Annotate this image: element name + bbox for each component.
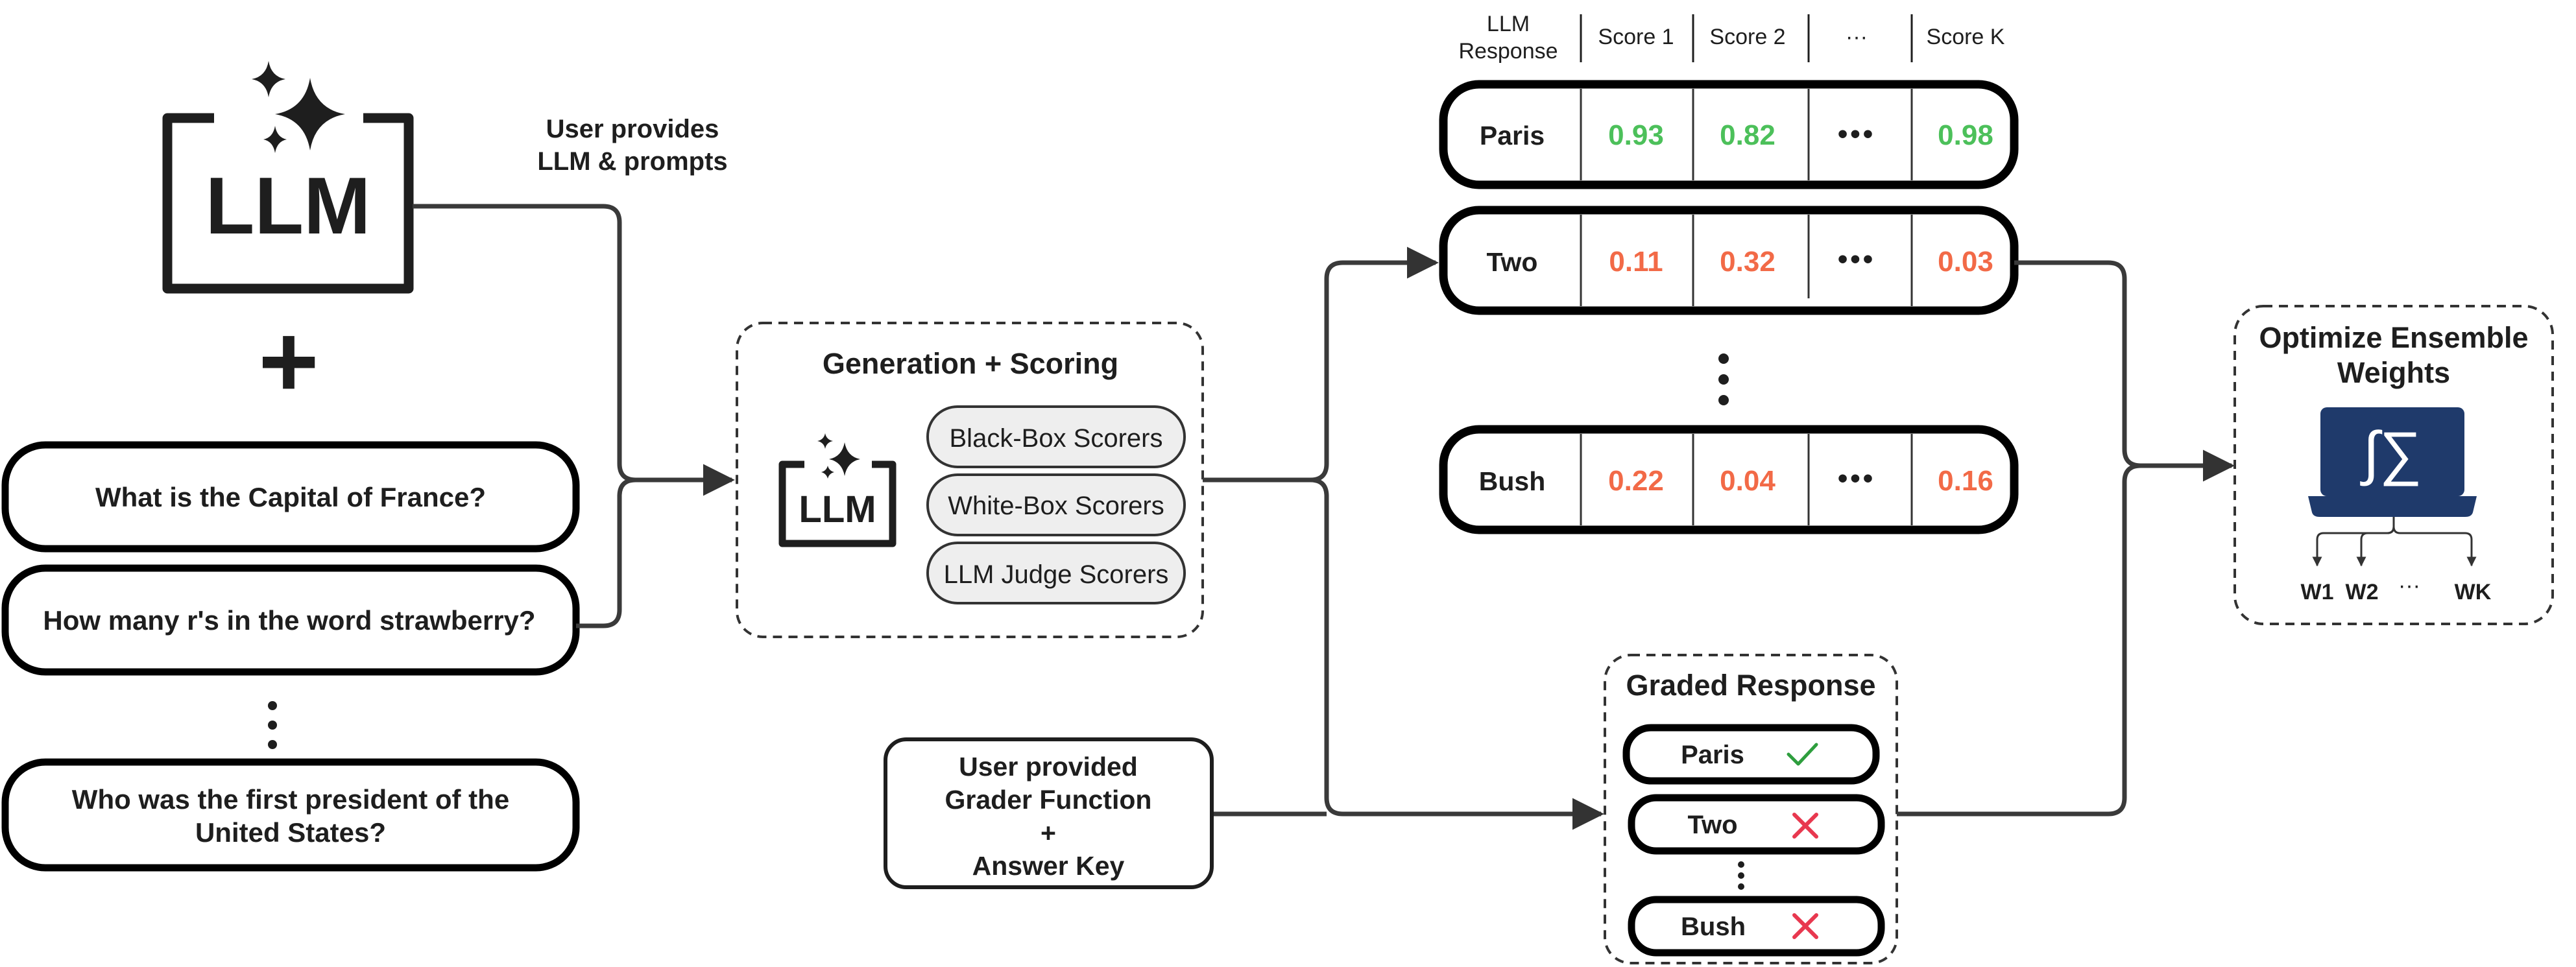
prompt-text: United States? bbox=[195, 817, 386, 848]
cross-icon bbox=[1792, 813, 1818, 839]
graded-item: Paris bbox=[1622, 724, 1880, 785]
scorer-pill: White-Box Scorers bbox=[926, 473, 1186, 536]
generation-box: Generation + Scoring LLM Black-Box Score… bbox=[736, 322, 1204, 638]
scorer-label: White-Box Scorers bbox=[948, 492, 1164, 520]
response-label: Paris bbox=[1480, 121, 1545, 150]
llm-label: LLM bbox=[206, 161, 371, 251]
score-row: Bush 0.22 0.04 ••• 0.16 bbox=[1439, 425, 2019, 534]
generation-title: Generation + Scoring bbox=[823, 347, 1118, 380]
row-ellipsis: ••• bbox=[1838, 118, 1875, 150]
score-value: 0.98 bbox=[1938, 119, 1993, 151]
mini-llm-label: LLM bbox=[799, 488, 876, 531]
check-icon bbox=[1787, 743, 1818, 766]
connector-lines bbox=[1203, 246, 1604, 830]
score-value: 0.03 bbox=[1938, 246, 1993, 278]
response-label: Two bbox=[1487, 247, 1538, 277]
weight-label: W2 bbox=[2346, 580, 2379, 604]
row-ellipsis: ••• bbox=[1838, 243, 1875, 275]
prompt-text: What is the Capital of France? bbox=[95, 482, 486, 512]
prompt-card: What is the Capital of France? bbox=[1, 441, 580, 553]
graded-item: Two bbox=[1628, 794, 1885, 855]
weight-branches bbox=[2312, 517, 2477, 567]
graded-response-label: Bush bbox=[1681, 913, 1746, 941]
scorer-pill: LLM Judge Scorers bbox=[926, 542, 1186, 604]
weight-label: WK bbox=[2455, 580, 2492, 604]
connector-lines bbox=[1897, 260, 2235, 817]
header-llm-response: Response bbox=[1458, 39, 1558, 64]
sparkle-icon bbox=[252, 61, 345, 153]
plus-sign: + bbox=[258, 303, 319, 419]
llm-card: LLM bbox=[162, 113, 414, 294]
integral-sum-icon: ∫∑ bbox=[2360, 420, 2422, 486]
score-value: 0.11 bbox=[1609, 246, 1663, 278]
optimize-title: Weights bbox=[2337, 356, 2450, 389]
laptop-icon: ∫∑ bbox=[2308, 407, 2477, 517]
prompt-text: How many r's in the word strawberry? bbox=[43, 605, 535, 636]
grader-text: + bbox=[1041, 818, 1056, 848]
score-value: 0.93 bbox=[1608, 119, 1664, 151]
vertical-ellipsis bbox=[1738, 861, 1744, 890]
grader-text: User provided bbox=[959, 752, 1138, 782]
graded-item: Bush bbox=[1628, 896, 1885, 957]
header-score-col: Score K bbox=[1927, 25, 2005, 49]
score-value: 0.82 bbox=[1720, 119, 1776, 151]
score-row: Two 0.11 0.32 ••• 0.03 bbox=[1439, 206, 2019, 315]
score-value: 0.04 bbox=[1720, 465, 1776, 497]
response-label: Bush bbox=[1479, 466, 1546, 496]
vertical-ellipsis bbox=[268, 701, 277, 749]
header-score-col: Score 1 bbox=[1598, 25, 1674, 49]
scorer-pill: Black-Box Scorers bbox=[926, 405, 1186, 468]
graded-response-box: Graded Response Paris Two Bush bbox=[1604, 654, 1898, 964]
row-ellipsis: ••• bbox=[1838, 462, 1875, 494]
cross-icon bbox=[1792, 913, 1818, 939]
prompt-text: Who was the first president of the bbox=[72, 784, 509, 815]
graded-response-label: Paris bbox=[1681, 741, 1744, 769]
score-value: 0.32 bbox=[1720, 246, 1776, 278]
graded-response-label: Two bbox=[1687, 811, 1737, 839]
user-provides-note: LLM & prompts bbox=[537, 147, 727, 176]
grader-text: Grader Function bbox=[945, 785, 1152, 815]
score-row: Paris 0.93 0.82 ••• 0.98 bbox=[1439, 80, 2019, 189]
grader-box: User provided Grader Function + Answer K… bbox=[884, 737, 1214, 889]
graded-title: Graded Response bbox=[1626, 669, 1875, 702]
optimize-box: Optimize Ensemble Weights ∫∑ W1 W2 ··· W… bbox=[2233, 305, 2554, 625]
prompt-card: How many r's in the word strawberry? bbox=[1, 564, 580, 676]
grader-text: Answer Key bbox=[972, 851, 1125, 881]
optimize-title: Optimize Ensemble bbox=[2259, 321, 2528, 354]
weight-label: W1 bbox=[2301, 580, 2334, 604]
header-llm-response: LLM bbox=[1487, 12, 1530, 36]
user-provides-note: User provides bbox=[546, 115, 719, 143]
prompt-card: Who was the first president of the Unite… bbox=[1, 758, 580, 872]
mini-llm-icon: LLM bbox=[778, 433, 897, 547]
vertical-ellipsis bbox=[1718, 353, 1729, 405]
sparkle-icon bbox=[817, 433, 860, 479]
connector-lines bbox=[413, 204, 735, 628]
scorer-label: LLM Judge Scorers bbox=[944, 560, 1169, 589]
weight-label: ··· bbox=[2398, 573, 2420, 598]
score-value: 0.22 bbox=[1608, 465, 1664, 497]
score-table-header: LLM Response Score 1 Score 2 ··· Score K bbox=[1458, 12, 2004, 64]
score-value: 0.16 bbox=[1938, 465, 1993, 497]
header-score-col: ··· bbox=[1846, 25, 1868, 49]
header-score-col: Score 2 bbox=[1709, 25, 1785, 49]
scorer-label: Black-Box Scorers bbox=[950, 424, 1163, 453]
